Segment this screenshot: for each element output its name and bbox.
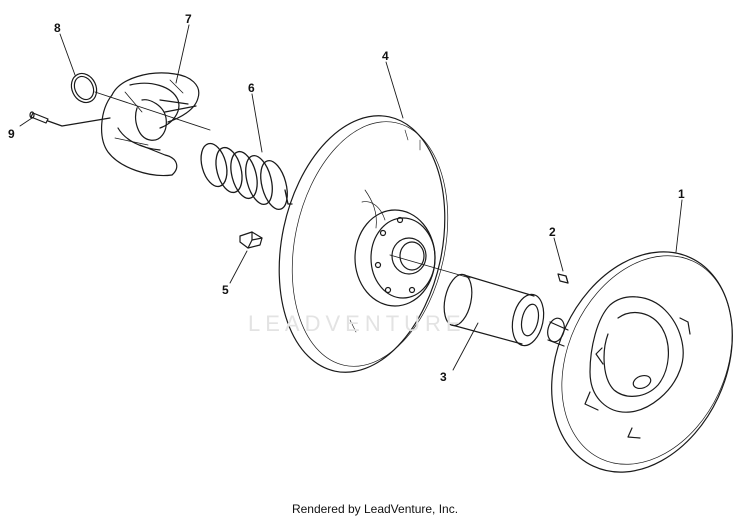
leader-line-3 xyxy=(452,322,479,371)
callout-1: 1 xyxy=(678,187,685,201)
part-7-spider xyxy=(101,72,200,177)
leader-line-6 xyxy=(251,93,263,153)
part-4-sheave xyxy=(278,115,449,373)
callout-6: 6 xyxy=(248,81,255,95)
callout-3: 3 xyxy=(440,370,447,384)
leader-line-7 xyxy=(175,24,190,84)
part-5-block xyxy=(239,231,263,249)
leader-line-4 xyxy=(385,61,404,119)
leader-line-1 xyxy=(675,199,683,253)
part-6-spring xyxy=(200,142,293,210)
part-9-pin xyxy=(29,111,111,127)
center-axis-line xyxy=(94,91,471,279)
leader-line-8 xyxy=(59,33,76,76)
render-credit: Rendered by LeadVenture, Inc. xyxy=(291,502,459,516)
leader-line-9 xyxy=(19,117,33,127)
callout-2: 2 xyxy=(549,225,556,239)
watermark-text: LEADVENTURE xyxy=(248,311,466,336)
callout-5: 5 xyxy=(222,283,229,297)
leader-line-2 xyxy=(553,237,564,272)
callout-4: 4 xyxy=(382,49,389,63)
callout-8: 8 xyxy=(54,21,61,35)
part-3-bushing xyxy=(443,273,545,347)
leader-line-5 xyxy=(229,250,248,284)
leader-lines xyxy=(19,24,683,371)
callout-7: 7 xyxy=(185,12,192,26)
part-1-sheave xyxy=(547,251,733,473)
part-2-key xyxy=(557,273,569,284)
callout-9: 9 xyxy=(8,127,15,141)
part-8-snap-ring xyxy=(70,72,98,104)
